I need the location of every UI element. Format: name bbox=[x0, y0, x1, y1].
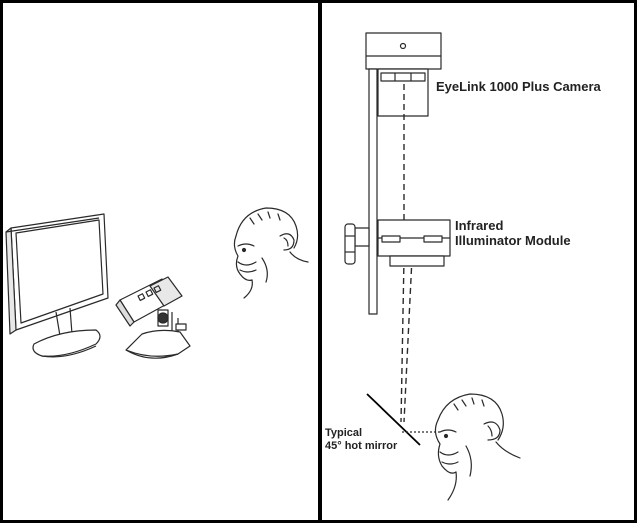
monkey-head-icon bbox=[233, 207, 309, 299]
monitor-icon bbox=[5, 213, 109, 358]
illuminator-label: Infrared Illuminator Module bbox=[455, 218, 571, 249]
desktop-mount-camera-icon bbox=[115, 276, 191, 359]
adjustment-knob bbox=[354, 227, 370, 247]
tower-mount-schematic bbox=[344, 32, 451, 446]
monkey-head-icon-right bbox=[434, 393, 521, 501]
camera-label: EyeLink 1000 Plus Camera bbox=[436, 79, 601, 94]
support-column bbox=[368, 68, 378, 315]
illuminator-label-line2: Illuminator Module bbox=[455, 232, 571, 248]
hot-mirror-label-line2: 45° hot mirror bbox=[325, 439, 398, 452]
illuminator-label-line1: Infrared bbox=[455, 218, 504, 233]
hot-mirror-label: Typical 45° hot mirror bbox=[325, 427, 397, 452]
hot-mirror bbox=[366, 393, 421, 446]
camera-body bbox=[377, 68, 429, 117]
top-bracket bbox=[365, 32, 442, 70]
hot-mirror-label-line1: Typical bbox=[325, 427, 363, 439]
